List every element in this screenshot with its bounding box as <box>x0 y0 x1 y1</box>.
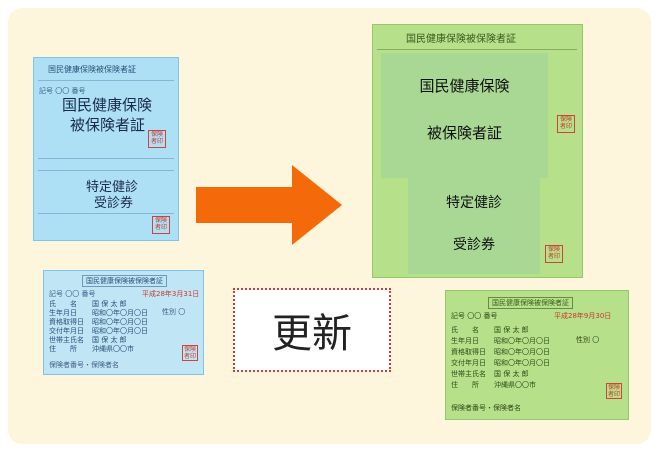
row-value: 沖縄県〇〇市 <box>92 345 134 353</box>
old-small-card: 国民健康保険被保険者証 記号 〇〇 番号 平成28年3月31日 氏 名国 保 太… <box>43 270 204 375</box>
old-insurance-card: 国民健康保険被保険者証 記号 〇〇 番号 国民健康保険 被保険者証 保険者印 特… <box>33 57 179 241</box>
row-key: 生年月日 <box>49 309 77 317</box>
new-small-card: 国民健康保険被保険者証 記号 〇〇 番号 平成28年9月30日 氏 名国 保 太… <box>445 290 629 420</box>
sub-title-2: 受診券 <box>94 196 134 211</box>
row-key: 生年月日 <box>451 337 479 345</box>
card-title: 国民健康保険被保険者証 <box>406 34 516 45</box>
divider <box>38 80 174 81</box>
row-value: 昭和〇年〇月〇日 <box>494 348 550 356</box>
row-value: 昭和〇年〇月〇日 <box>92 309 148 317</box>
row-value: 国 保 太 郎 <box>494 326 529 334</box>
big-title-2: 被保険者証 <box>70 116 146 134</box>
sex-label: 性別 〇 <box>576 336 600 344</box>
row-value: 国 保 太 郎 <box>494 370 529 378</box>
row-value: 国 保 太 郎 <box>92 336 127 344</box>
right-arrow-icon <box>196 165 342 245</box>
small-card-title: 国民健康保険被保険者証 <box>82 275 167 287</box>
divider <box>38 213 174 214</box>
title-overlay: 国民健康保険 被保険者証 <box>381 53 548 178</box>
row-key: 世帯主氏名 <box>451 370 486 378</box>
number-label: 記号 〇〇 番号 <box>49 290 96 298</box>
sex-label: 性別 〇 <box>162 308 186 316</box>
insurer-seal: 保険者印 <box>182 345 198 361</box>
row-key: 住 所 <box>49 345 77 353</box>
expiry: 平成28年3月31日 <box>142 290 200 298</box>
row-value: 昭和〇年〇月〇日 <box>494 337 550 345</box>
small-text: 記号 〇〇 番号 <box>39 87 86 95</box>
row-value: 昭和〇年〇月〇日 <box>494 359 550 367</box>
insurer-seal-2: 保険者印 <box>152 216 170 234</box>
row-key: 交付年月日 <box>49 327 84 335</box>
big-title-2: 被保険者証 <box>426 124 502 142</box>
row-key: 氏 名 <box>451 326 479 334</box>
insurer-seal-2: 保険者印 <box>545 245 563 263</box>
divider <box>38 170 174 171</box>
row-key: 氏 名 <box>49 300 77 308</box>
insurer-seal: 保険者印 <box>557 115 575 133</box>
insurer-seal: 保険者印 <box>606 383 622 399</box>
update-label: 更新 <box>233 288 391 372</box>
row-key: 資格取得日 <box>49 318 84 326</box>
insurer-seal: 保険者印 <box>148 130 166 148</box>
row-value: 昭和〇年〇月〇日 <box>92 327 148 335</box>
insurer-footer: 保険者番号・保険者名 <box>451 404 521 412</box>
big-title-1: 国民健康保険 <box>62 96 153 114</box>
sub-title-1: 特定健診 <box>446 195 502 211</box>
divider <box>377 49 577 50</box>
insurer-footer: 保険者番号・保険者名 <box>49 361 119 369</box>
small-card-title: 国民健康保険被保険者証 <box>488 297 573 309</box>
row-key: 住 所 <box>451 381 479 389</box>
subtitle-overlay: 特定健診 受診券 <box>408 170 540 274</box>
card-title: 国民健康保険被保険者証 <box>48 65 136 74</box>
big-title-1: 国民健康保険 <box>419 77 510 95</box>
row-value: 沖縄県〇〇市 <box>494 381 536 389</box>
sub-title-2: 受診券 <box>453 237 495 253</box>
number-label: 記号 〇〇 番号 <box>451 312 498 320</box>
row-value: 昭和〇年〇月〇日 <box>92 318 148 326</box>
row-key: 世帯主氏名 <box>49 336 84 344</box>
expiry: 平成28年9月30日 <box>554 312 612 320</box>
row-key: 交付年月日 <box>451 359 486 367</box>
row-key: 資格取得日 <box>451 348 486 356</box>
new-insurance-card: 国民健康保険被保険者証 国民健康保険 被保険者証 保険者印 特定健診 受診券 保… <box>372 24 583 278</box>
sub-title-1: 特定健診 <box>86 180 139 195</box>
divider <box>38 158 174 159</box>
row-value: 国 保 太 郎 <box>92 300 127 308</box>
